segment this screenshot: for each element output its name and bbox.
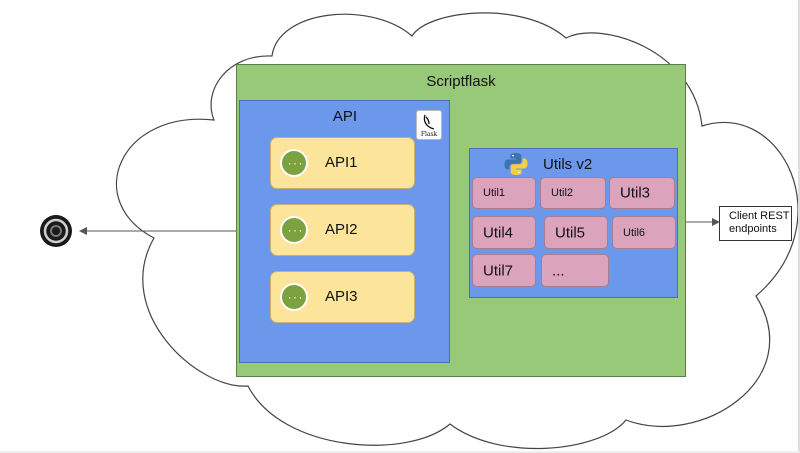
swagger-icon: {···} bbox=[280, 149, 308, 177]
api-card-label: API3 bbox=[325, 288, 358, 305]
util-item-6: Util6 bbox=[612, 216, 676, 249]
util-item-7: Util7 bbox=[472, 254, 536, 287]
client-rest-label: Client REST bbox=[729, 210, 790, 222]
util-item-4: Util4 bbox=[472, 216, 536, 249]
util-item-label: Util3 bbox=[620, 184, 651, 202]
util-item-label: Util5 bbox=[555, 224, 586, 241]
api-card-label: API1 bbox=[325, 154, 358, 171]
api-card-1: {···} API1 bbox=[270, 137, 415, 189]
util-item-label: Util4 bbox=[483, 224, 514, 241]
util-item-more: ... bbox=[541, 254, 609, 287]
client-rest-endpoints-box: Client REST endpoints bbox=[719, 206, 792, 241]
util-item-2: Util2 bbox=[540, 177, 606, 209]
swagger-icon: {···} bbox=[280, 216, 308, 244]
util-item-label: ... bbox=[552, 262, 565, 279]
api-card-label: API2 bbox=[325, 221, 358, 238]
flask-horn-icon bbox=[423, 114, 435, 130]
util-item-1: Util1 bbox=[472, 177, 536, 209]
python-icon bbox=[504, 153, 528, 175]
util-item-label: Util2 bbox=[551, 187, 574, 199]
util-item-label: Util7 bbox=[483, 262, 514, 279]
window-bottom-edge bbox=[0, 451, 800, 453]
svg-text:{···}: {···} bbox=[286, 227, 304, 237]
window-edge bbox=[798, 0, 800, 453]
flask-logo-text: Flask bbox=[420, 131, 438, 138]
svg-text:{···}: {···} bbox=[286, 160, 304, 170]
swagger-icon: {···} bbox=[280, 283, 308, 311]
util-item-3: Util3 bbox=[609, 177, 675, 209]
scriptflask-title: Scriptflask bbox=[426, 73, 496, 90]
api-card-2: {···} API2 bbox=[270, 204, 415, 256]
util-item-label: Util6 bbox=[623, 226, 646, 239]
api-card-3: {···} API3 bbox=[270, 271, 415, 323]
api-panel-title: API bbox=[332, 108, 358, 125]
endpoints-label: endpoints bbox=[729, 223, 777, 235]
svg-text:{···}: {···} bbox=[286, 294, 304, 304]
json-logo-icon bbox=[40, 215, 72, 247]
utils-panel-title: Utils v2 bbox=[543, 156, 593, 173]
flask-logo-icon: Flask bbox=[416, 110, 442, 140]
util-item-label: Util1 bbox=[483, 187, 506, 199]
util-item-5: Util5 bbox=[544, 216, 608, 249]
